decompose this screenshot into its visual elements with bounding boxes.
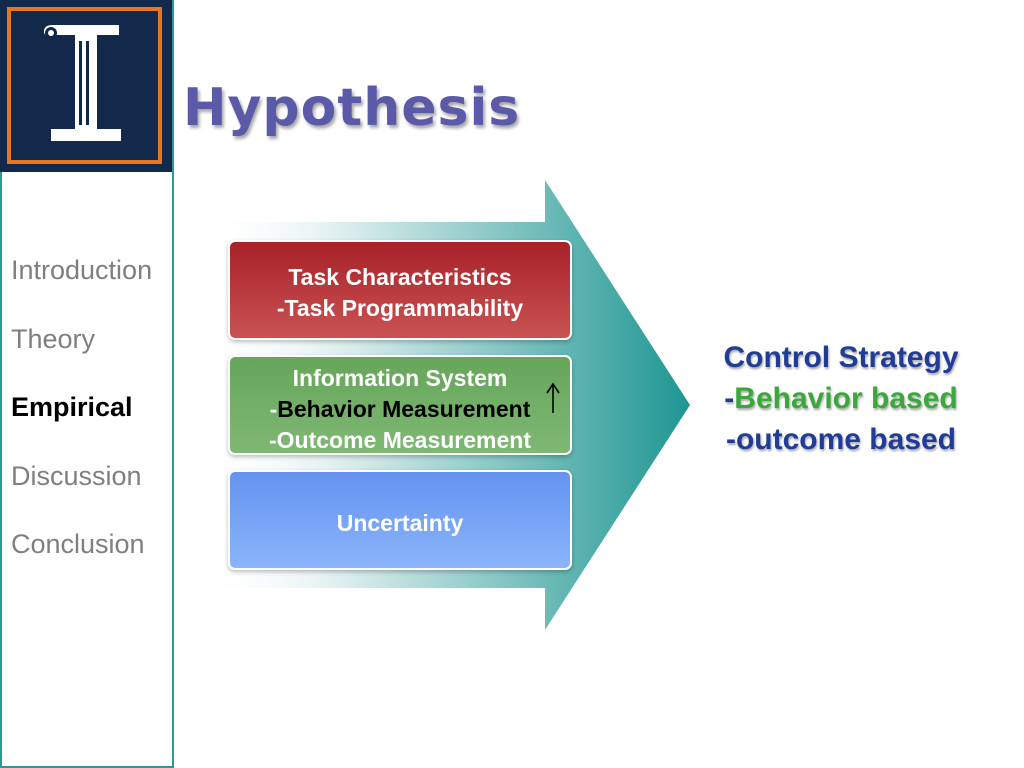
nav-item-discussion[interactable]: Discussion xyxy=(11,460,142,491)
nav-item-empirical[interactable]: Empirical xyxy=(11,392,133,422)
nav-item-theory[interactable]: Theory xyxy=(11,323,96,354)
uncertainty-label: Uncertainty xyxy=(336,510,464,536)
logo-frame xyxy=(7,7,162,164)
control-strategy-line2: -Behavior based xyxy=(700,378,982,419)
task-line2: -Task Programmability xyxy=(276,295,524,321)
logo xyxy=(0,0,172,172)
page-title: Hypothesis xyxy=(183,78,521,138)
nav-item-conclusion[interactable]: Conclusion xyxy=(11,529,145,559)
info-line2: -Behavior Measurement xyxy=(230,394,570,425)
task-characteristics-box: Task Characteristics -Task Programmabili… xyxy=(228,240,572,340)
behavior-based-text: Behavior based xyxy=(734,382,958,415)
nav-item-introduction[interactable]: Introduction xyxy=(11,255,153,285)
control-strategy-title: Control Strategy xyxy=(723,341,959,374)
info-line1: Information System xyxy=(292,365,508,391)
up-arrow-icon xyxy=(546,382,560,413)
outcome-based-text: -outcome based xyxy=(725,423,957,456)
info-line3: -Outcome Measurement xyxy=(268,427,531,453)
nav-menu: Introduction Theory Empirical Discussion… xyxy=(11,252,171,595)
information-system-box: Information System -Behavior Measurement… xyxy=(228,355,572,455)
info-dash: - xyxy=(269,396,278,422)
university-column-logo-icon xyxy=(43,25,122,141)
task-line1: Task Characteristics xyxy=(288,264,512,290)
uncertainty-box: Uncertainty xyxy=(228,470,572,570)
behavior-dash: - xyxy=(724,382,735,415)
behavior-measurement-text: Behavior Measurement xyxy=(277,396,531,422)
control-strategy-text: Control Strategy -Behavior based -outcom… xyxy=(700,337,982,460)
